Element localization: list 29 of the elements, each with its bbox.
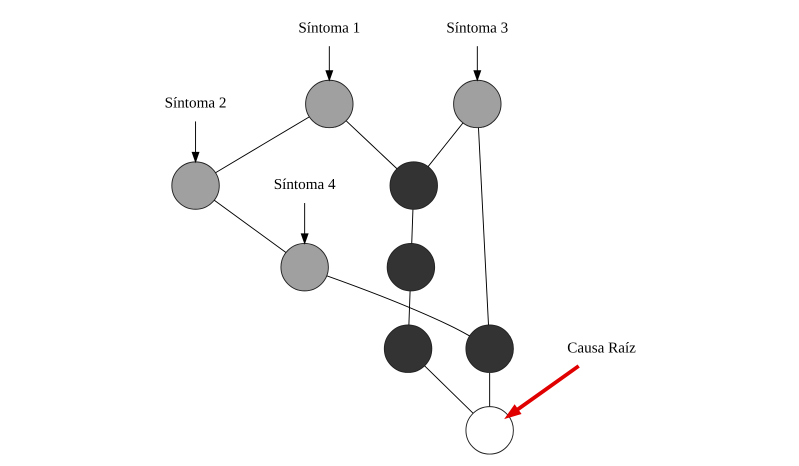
node-circle — [389, 161, 438, 210]
connector — [326, 275, 470, 336]
connector — [410, 209, 413, 244]
node-circle — [386, 242, 435, 292]
node-circle — [170, 161, 220, 210]
connector — [408, 290, 410, 326]
connector — [213, 200, 286, 253]
arrow — [191, 120, 200, 164]
connector — [345, 120, 397, 170]
node-text: Síntoma 3 — [446, 20, 508, 37]
connector — [488, 372, 490, 407]
arrow — [504, 364, 580, 420]
node-circle — [452, 80, 502, 128]
arrow — [300, 202, 308, 245]
node-circle — [464, 324, 514, 373]
connector — [214, 116, 310, 174]
arrow — [324, 46, 333, 82]
node-circle — [383, 324, 432, 373]
node-text: Causa Raíz — [566, 339, 636, 356]
node-text: Síntoma 2 — [164, 94, 226, 112]
connector — [478, 127, 488, 326]
node-circle — [464, 406, 514, 455]
connector — [424, 365, 474, 414]
node-text: Síntoma 4 — [273, 176, 336, 194]
connector — [427, 122, 463, 168]
node-text: Síntoma 1 — [298, 20, 360, 37]
node-circle — [304, 80, 354, 128]
node-circle — [280, 242, 328, 292]
arrow — [472, 46, 481, 82]
